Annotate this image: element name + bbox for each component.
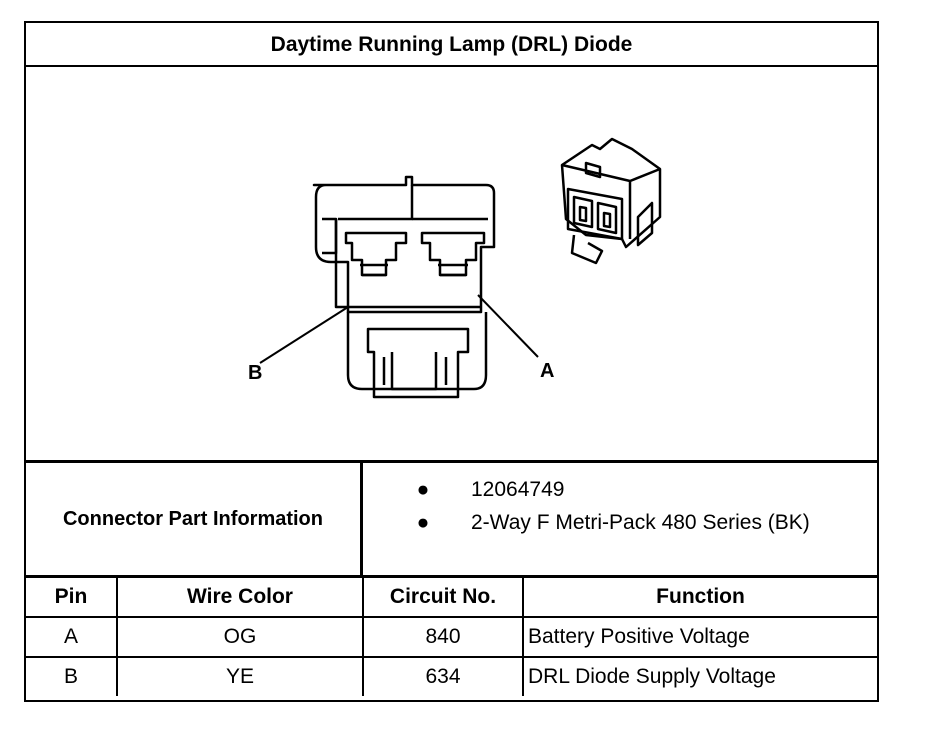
list-item: ● 2-Way F Metri-Pack 480 Series (BK) bbox=[363, 511, 877, 539]
connector-part-info-label: Connector Part Information bbox=[26, 463, 363, 575]
column-header-function: Function bbox=[522, 578, 877, 618]
circuit-no-cell: 840 bbox=[362, 616, 524, 658]
wire-color-cell: YE bbox=[116, 656, 364, 696]
connector-sheet: Daytime Running Lamp (DRL) Diode bbox=[24, 21, 879, 702]
pin-table: Pin Wire Color Circuit No. Function A OG… bbox=[26, 578, 877, 696]
function-cell: DRL Diode Supply Voltage bbox=[522, 656, 877, 696]
connector-description: 2-Way F Metri-Pack 480 Series (BK) bbox=[471, 511, 810, 534]
table-row: B YE 634 DRL Diode Supply Voltage bbox=[26, 656, 877, 696]
column-header-pin: Pin bbox=[26, 578, 118, 618]
table-row: A OG 840 Battery Positive Voltage bbox=[26, 616, 877, 658]
connector-part-info: Connector Part Information ● 12064749 ● … bbox=[26, 460, 877, 578]
page-title: Daytime Running Lamp (DRL) Diode bbox=[26, 23, 877, 67]
connector-figure: B A bbox=[26, 67, 877, 464]
column-header-circuit-no: Circuit No. bbox=[362, 578, 524, 618]
connector-diagram: B A bbox=[248, 137, 662, 399]
list-item: ● 12064749 bbox=[363, 478, 877, 506]
table-header-row: Pin Wire Color Circuit No. Function bbox=[26, 578, 877, 618]
callout-b-label: B bbox=[248, 362, 262, 384]
circuit-no-cell: 634 bbox=[362, 656, 524, 696]
connector-face-view bbox=[312, 175, 496, 399]
pin-cell: A bbox=[26, 616, 118, 658]
function-cell: Battery Positive Voltage bbox=[522, 616, 877, 658]
bullet-icon: ● bbox=[416, 511, 430, 534]
connector-part-info-list: ● 12064749 ● 2-Way F Metri-Pack 480 Seri… bbox=[363, 463, 877, 575]
column-header-wire-color: Wire Color bbox=[116, 578, 364, 618]
pin-cell: B bbox=[26, 656, 118, 696]
bullet-icon: ● bbox=[416, 478, 430, 501]
connector-isometric-view bbox=[560, 137, 662, 265]
wire-color-cell: OG bbox=[116, 616, 364, 658]
callout-a-line bbox=[477, 294, 539, 358]
callout-b-line bbox=[259, 306, 349, 364]
part-number: 12064749 bbox=[471, 478, 565, 501]
callout-a-label: A bbox=[540, 360, 554, 382]
